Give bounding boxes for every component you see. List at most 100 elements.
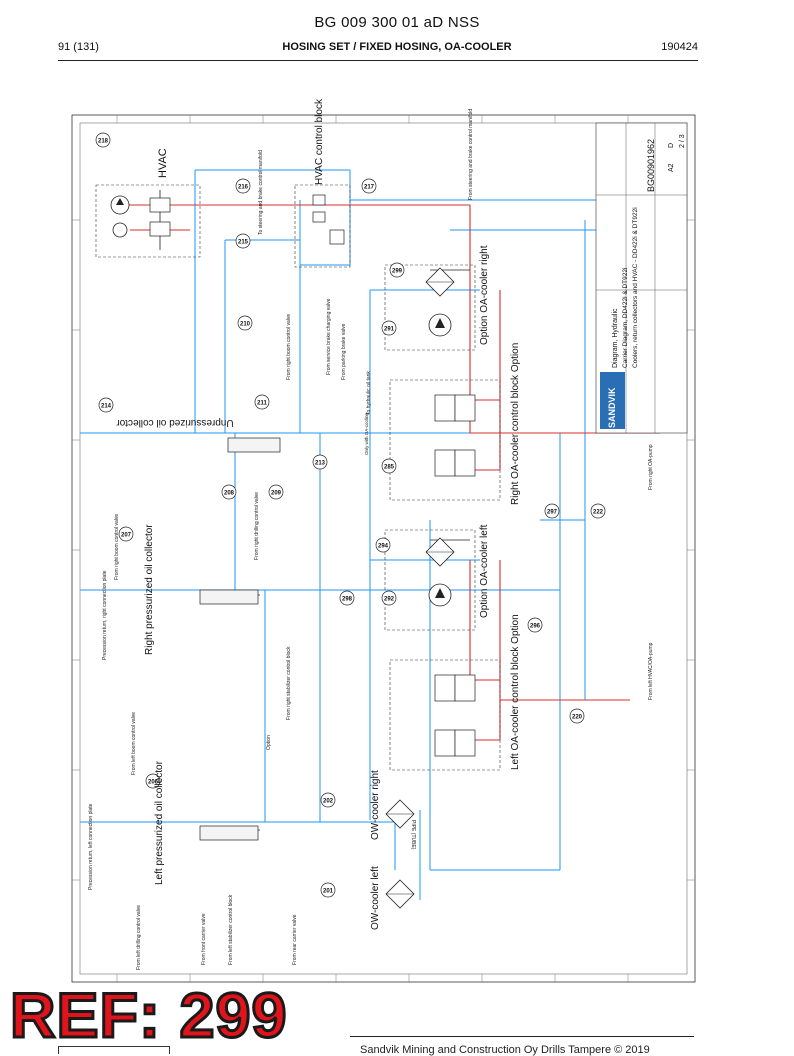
component-labels: HVAC HVAC control block Unpressurized oi…: [116, 98, 521, 930]
hose-ref-285: 285: [381, 458, 397, 474]
title-drawing-number: BG00901962: [646, 139, 656, 192]
reference-stamp: REF: 299: [9, 981, 289, 1051]
hose-ref-292: 292: [381, 590, 397, 606]
note-right-stabilizer: From right stabilizer control block: [286, 646, 292, 720]
hose-ref-202: 202: [320, 792, 336, 808]
note-service-brake: From service brake charging valve: [326, 298, 332, 375]
hose-ref-208: 208: [221, 484, 237, 500]
unpressurized-collector-block: [227, 437, 281, 453]
section-title: HOSING SET / FIXED HOSING, OA-COOLER: [282, 41, 512, 53]
right-pressurized-collector-block: [199, 589, 259, 605]
return-lines: [80, 169, 660, 900]
note-rear-carrier: From rear carrier valve: [292, 914, 298, 965]
valve-blocks: [312, 194, 476, 757]
note-left-stabilizer: From left stabilizer control block: [228, 894, 234, 965]
svg-text:202: 202: [323, 799, 334, 805]
hvac-control-block-box: [294, 184, 351, 268]
left-oa-control-box: [389, 659, 501, 771]
hose-ref-210: 210: [237, 315, 253, 331]
hose-ref-294: 294: [375, 537, 391, 553]
svg-text:220: 220: [572, 715, 583, 721]
note-option: Option: [266, 735, 272, 750]
right-oa-control-box: [389, 379, 501, 501]
title-block: SANDVIK Diagram, Hydraulic Carrier Diagr…: [595, 122, 688, 434]
collector-blocks: [199, 437, 281, 841]
label-hvac: HVAC: [157, 148, 169, 178]
svg-text:217: 217: [364, 185, 375, 191]
hose-ref-213: 213: [312, 454, 328, 470]
hose-ref-299: 299: [389, 262, 405, 278]
svg-text:207: 207: [121, 533, 132, 539]
hose-ref-215: 215: [235, 233, 251, 249]
svg-text:209: 209: [271, 491, 282, 497]
hose-ref-207: 207: [118, 526, 134, 542]
sandvik-logo: SANDVIK: [607, 387, 617, 428]
header-divider: [58, 60, 698, 61]
note-right-drilling: From right drilling control valve: [254, 492, 260, 560]
svg-text:210: 210: [240, 322, 251, 328]
label-left-pressurized-oil-collector: Left pressurized oil collector: [154, 760, 165, 885]
hose-ref-216: 216: [235, 178, 251, 194]
hose-ref-297: 297: [544, 503, 560, 519]
label-hvac-control-block: HVAC control block: [314, 98, 325, 185]
oa-cooler-left-box: [384, 529, 476, 631]
title-sheet: 2 / 3: [679, 134, 686, 148]
label-right-pressurized-oil-collector: Right pressurized oil collector: [144, 524, 155, 655]
note-left-boom: From left boom control valve: [131, 712, 137, 775]
hose-ref-206: 206: [145, 773, 161, 789]
label-right-oa-control-block: Right OA-cooler control block Option: [510, 343, 521, 505]
oa-cooler-right-box: [384, 264, 476, 351]
svg-text:215: 215: [238, 240, 249, 246]
svg-text:222: 222: [593, 510, 604, 516]
hose-ref-201: 201: [320, 882, 336, 898]
note-right-boom-2: From right boom control valve: [114, 514, 120, 580]
hose-ref-296: 296: [527, 617, 543, 633]
ow-cooler-symbols: [385, 799, 415, 909]
note-left-hvac-oa-pump: From left HVAC/OA-pump: [648, 642, 654, 700]
note-pipe-tube: PIPE (TUBE): [410, 820, 416, 850]
hose-ref-220: 220: [569, 708, 585, 724]
hose-ref-markers: 218 216 217 215 214 210 211 213 299 291 …: [95, 132, 606, 898]
footer-copyright: Sandvik Mining and Construction Oy Drill…: [360, 1044, 650, 1056]
title-drawing: Diagram, Hydraulic: [612, 308, 619, 368]
hose-ref-298: 298: [339, 590, 355, 606]
title-subtitle: Carrier Diagram, DD422i & DT922i: [622, 268, 629, 368]
hose-ref-291: 291: [381, 320, 397, 336]
footer-divider: [350, 1036, 694, 1037]
page-number: 91 (131): [58, 41, 99, 53]
note-parking-brake: From parking brake valve: [341, 323, 347, 380]
sandvik-logo-box: [600, 372, 625, 429]
title-description: Coolers, return collectors and HVAC - DD…: [632, 207, 639, 368]
svg-text:216: 216: [238, 185, 249, 191]
svg-text:201: 201: [323, 889, 334, 895]
footer-logo-strip: [58, 1046, 170, 1054]
svg-text:296: 296: [530, 624, 541, 630]
svg-text:206: 206: [148, 780, 159, 786]
note-precession-right: Precession return, right connection plat…: [102, 570, 108, 660]
note-to-tank-1: To hydraulic oil tank: [366, 371, 372, 415]
grid-ticks: [72, 115, 695, 982]
drawing-inner-frame: [79, 122, 688, 975]
label-option-oa-cooler-left: Option OA-cooler left: [479, 524, 490, 618]
note-labels: To steering and brake control manifold F…: [88, 109, 654, 970]
svg-text:294: 294: [378, 544, 389, 550]
svg-text:214: 214: [101, 404, 112, 410]
label-ow-cooler-left: OW-cooler left: [370, 866, 381, 930]
svg-text:298: 298: [342, 597, 353, 603]
document-date: 190424: [661, 41, 698, 53]
hose-ref-209: 209: [268, 484, 284, 500]
left-pressurized-collector-block: [199, 825, 259, 841]
note-left-drilling: From left drilling control valve: [136, 905, 142, 970]
svg-text:292: 292: [384, 597, 395, 603]
note-from-steering: From steering and brake control manifold: [468, 109, 474, 200]
hose-ref-222: 222: [590, 503, 606, 519]
svg-text:285: 285: [384, 465, 395, 471]
label-left-oa-control-block: Left OA-cooler control block Option: [510, 614, 521, 770]
note-precession-left: Precession return, left connection plate: [88, 803, 94, 890]
note-right-oa-pump: From right OA-pump: [648, 444, 654, 490]
hose-ref-211: 211: [254, 394, 270, 410]
hose-ref-214: 214: [98, 397, 114, 413]
svg-text:297: 297: [547, 510, 558, 516]
svg-text:213: 213: [315, 461, 326, 467]
